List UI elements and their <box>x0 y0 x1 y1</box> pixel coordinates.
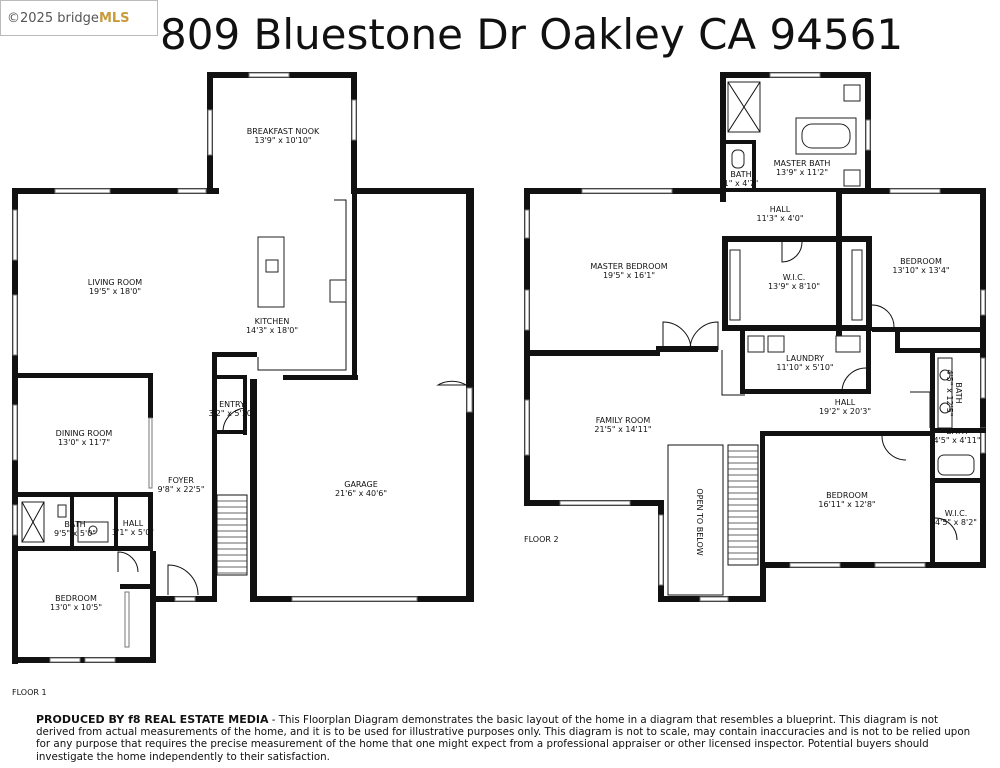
garage-dim: 21'6" x 40'6" <box>335 489 387 498</box>
bath1-name: BATH <box>64 520 85 529</box>
master-bedroom-name: MASTER BEDROOM <box>590 262 667 271</box>
master-bath-name: MASTER BATH <box>774 159 831 168</box>
hall2b-dim: 19'2" x 20'3" <box>819 407 871 416</box>
disclaimer-text: - This Floorplan Diagram demonstrates th… <box>36 714 971 763</box>
foyer-dim: 9'8" x 22'5" <box>157 485 204 494</box>
bath1-dim: 9'5" x 5'0" <box>54 529 96 538</box>
laundry-dim: 11'10" x 5'10" <box>776 363 833 372</box>
floor1-room-labels: BREAKFAST NOOK 13'9" x 10'10" LIVING ROO… <box>50 127 387 612</box>
bedroom1-name: BEDROOM <box>55 594 97 603</box>
living-room-name: LIVING ROOM <box>88 278 143 287</box>
foyer-name: FOYER <box>168 476 194 485</box>
bedroom2-name: BEDROOM <box>900 257 942 266</box>
master-bath-dim: 13'9" x 11'2" <box>776 168 828 177</box>
garage-name: GARAGE <box>344 480 378 489</box>
living-room-dim: 19'5" x 18'0" <box>89 287 141 296</box>
hall2b-name: HALL <box>835 398 856 407</box>
watermark-mls: MLS <box>98 10 130 26</box>
bedroom3-name: BEDROOM <box>826 491 868 500</box>
hall1-name: HALL <box>123 519 144 528</box>
bedroom2-dim: 13'10" x 13'4" <box>892 266 949 275</box>
wic2-dim: 4'5" x 8'2" <box>935 518 977 527</box>
bath2a-name: BATH <box>730 170 751 179</box>
disclaimer: PRODUCED BY f8 REAL ESTATE MEDIA - This … <box>36 713 972 763</box>
family-room-dim: 21'5" x 14'11" <box>594 425 651 434</box>
floor2-plan <box>524 72 986 602</box>
bedroom1-dim: 13'0" x 10'5" <box>50 603 102 612</box>
entry-name: ENTRY <box>219 400 245 409</box>
dining-room-name: DINING ROOM <box>56 429 113 438</box>
page-title: 809 Bluestone Dr Oakley CA 94561 <box>160 10 904 59</box>
bath2a-dim: 1" x 4'7" <box>724 179 759 188</box>
bath2b-dim: 4'5" x 12'5" <box>945 369 954 416</box>
watermark-copyright: ©2025 bridge <box>7 10 99 26</box>
entry-dim: 3'2" x 5'10" <box>208 409 255 418</box>
floor1-label: FLOOR 1 <box>12 688 47 697</box>
dining-room-dim: 13'0" x 11'7" <box>58 438 110 447</box>
stair-treads <box>217 450 758 574</box>
family-room-name: FAMILY ROOM <box>596 416 651 425</box>
wic2-name: W.I.C. <box>945 509 968 518</box>
breakfast-nook-name: BREAKFAST NOOK <box>247 127 320 136</box>
bedroom3-dim: 16'11" x 12'8" <box>818 500 875 509</box>
breakfast-nook-dim: 13'9" x 10'10" <box>254 136 311 145</box>
hall1-dim: 3'1" x 5'0" <box>112 528 154 537</box>
bath2b-name: BATH <box>954 382 963 403</box>
kitchen-dim: 14'3" x 18'0" <box>246 326 298 335</box>
hall2a-dim: 11'3" x 4'0" <box>756 214 803 223</box>
wic1-name: W.I.C. <box>783 273 806 282</box>
bath2c-name: BATH <box>946 427 967 436</box>
floor2-room-labels: MASTER BATH 13'9" x 11'2" BATH 1" x 4'7"… <box>590 159 980 556</box>
hall2a-name: HALL <box>770 205 791 214</box>
floor1-stairs <box>216 494 248 576</box>
kitchen-name: KITCHEN <box>255 317 290 326</box>
disclaimer-producer: PRODUCED BY f8 REAL ESTATE MEDIA <box>36 713 269 726</box>
laundry-name: LAUNDRY <box>786 354 824 363</box>
wic1-dim: 13'9" x 8'10" <box>768 282 820 291</box>
bath2c-dim: 4'5" x 4'11" <box>933 436 980 445</box>
open-to-below-label: OPEN TO BELOW <box>695 488 704 555</box>
floor2-label: FLOOR 2 <box>524 535 559 544</box>
master-bedroom-dim: 19'5" x 16'1" <box>603 271 655 280</box>
floor1-plan <box>12 72 474 664</box>
